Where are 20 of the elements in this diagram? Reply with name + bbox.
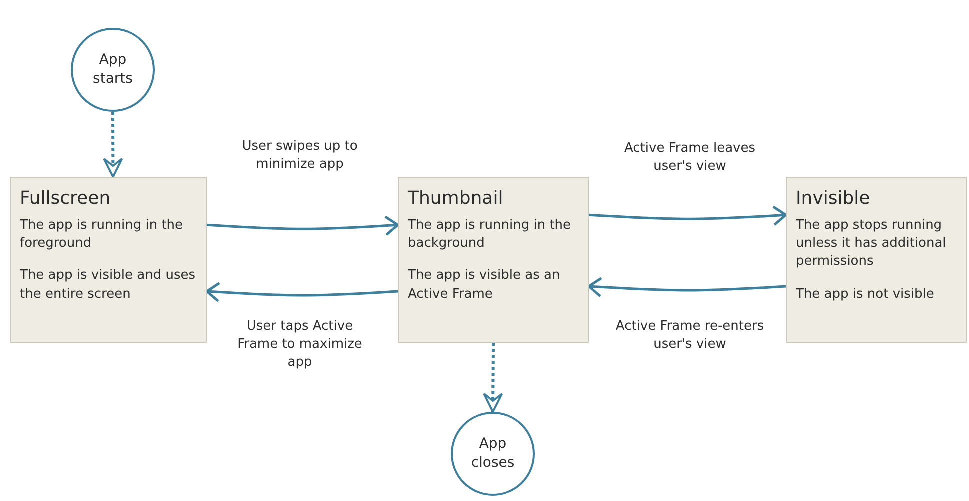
state-description: The app is running in the background [408,217,572,254]
state-description: The app is visible and uses the entire screen [20,267,196,304]
state-box [786,177,967,343]
state-description: The app is running in the foreground [20,217,184,254]
state-title: Thumbnail [408,188,504,209]
state-title: Invisible [796,188,872,209]
arrow [588,277,786,298]
state-description: The app stops running unless it has additional permissions [796,217,948,272]
state-box [398,177,589,343]
arrow [103,112,124,178]
arrow [206,216,400,236]
state-description: The app is not visible [796,286,936,304]
arrow [206,282,398,303]
state-label: App closes [470,435,516,473]
state-label: App starts [92,51,134,89]
arrow [588,206,788,226]
state-title: Fullscreen [20,188,112,209]
arrow [483,342,504,413]
state-description: The app is visible as an Active Frame [408,267,562,304]
state-box [10,177,207,343]
